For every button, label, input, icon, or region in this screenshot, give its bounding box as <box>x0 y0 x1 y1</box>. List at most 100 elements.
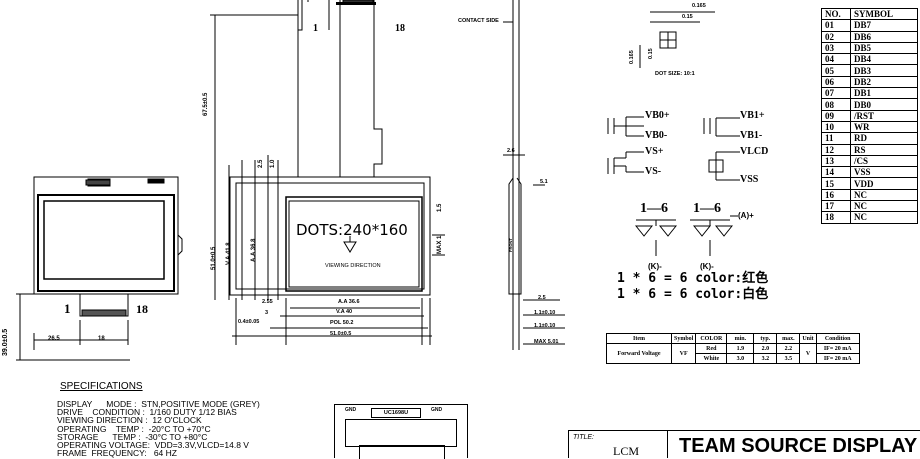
table-row: 09/RST <box>821 109 918 122</box>
led-table-header: max. <box>776 333 801 344</box>
chip-detail: UC1698U GND GND <box>334 404 468 459</box>
pin-number: 10 <box>821 120 851 134</box>
left-dim-height: 39.0±0.5 <box>2 328 9 356</box>
pin-symbol: VDD <box>850 177 918 190</box>
led-table-header: Symbol <box>670 333 697 344</box>
pin-symbol: DB1 <box>850 87 918 100</box>
dots-label: DOTS:240*160 <box>296 221 408 239</box>
led-table-cell: White <box>695 353 728 364</box>
pin-number: 15 <box>821 177 851 190</box>
viewing-direction-label: VIEWING DIRECTION <box>325 263 381 269</box>
vb0-plus-label: VB0+ <box>645 110 670 121</box>
vb1-plus-label: VB1+ <box>740 110 765 121</box>
front-dim-right: MAX 1 <box>437 235 443 254</box>
chip-body <box>345 419 457 447</box>
contact-side-label: CONTACT SIDE <box>458 18 499 24</box>
chip-tail <box>359 445 445 459</box>
pin-symbol: NC <box>850 211 918 224</box>
led-table-item: Forward Voltage <box>606 343 672 364</box>
pin-symbol: WR <box>850 120 918 134</box>
front-dim-side-a: 2.55 <box>262 299 273 305</box>
pin-number: 18 <box>821 211 851 224</box>
front-dim-left-c: A.A 36.8 <box>251 238 257 262</box>
led-color-line-2: 1 * 6 = 6 color:白色 <box>617 287 769 302</box>
pin-symbol: RD <box>850 132 918 145</box>
pin-symbol: /RST <box>850 109 918 122</box>
side-dim-max: MAX 5.01 <box>534 339 559 345</box>
specs-heading: SPECIFICATIONS <box>60 381 143 392</box>
pin-symbol: DB6 <box>850 30 918 43</box>
side-dim-c: 2.5 <box>538 295 546 301</box>
pin-number: 09 <box>821 109 851 122</box>
front-label: FRONT <box>508 238 513 252</box>
pin-number: 02 <box>821 30 851 43</box>
front-dim-bottom-4: 51.0±0.5 <box>330 331 352 337</box>
led-color-line-1: 1 * 6 = 6 color:红色 <box>617 271 769 286</box>
front-dim-small-a: 2.5 <box>258 159 264 168</box>
led-table-cell: 3.2 <box>753 353 778 364</box>
led-cathode-a: (K)- <box>648 262 662 271</box>
led-table-header: min. <box>726 333 755 344</box>
led-table-header: Condition <box>815 333 860 344</box>
led-table-header: typ. <box>753 333 778 344</box>
led-table-header: Item <box>606 333 672 344</box>
pin-number: 17 <box>821 200 851 213</box>
chip-pad-a: GND <box>345 407 357 413</box>
pin-symbol: DB5 <box>850 41 918 55</box>
side-dim-d: 1.1±0.10 <box>534 310 556 316</box>
pin-symbol: DB3 <box>850 64 918 77</box>
led-table-header: COLOR <box>695 333 728 344</box>
front-dim-bottom-1: A.A 36.6 <box>338 299 360 305</box>
pin-symbol: /CS <box>850 154 918 168</box>
front-dim-top-vertical: 67.5±0.5 <box>203 92 209 116</box>
pin-symbol: DB0 <box>850 98 918 111</box>
led-table-cell: 1.9 <box>726 343 755 354</box>
front-dim-bottom-3: POL 50.2 <box>330 320 354 326</box>
left-dim-bottom-b: 18 <box>98 336 105 342</box>
led-anode-label: (A)+ <box>738 211 754 220</box>
pin-symbol: DB7 <box>850 19 918 32</box>
pin-number: 16 <box>821 188 851 202</box>
left-dim-bottom-a: 26.5 <box>48 336 60 342</box>
led-table-cell: IF= 20 mA <box>815 343 860 354</box>
front-dim-bottom-2: V.A 40 <box>336 309 353 315</box>
title-block-label: TITLE: <box>573 434 595 441</box>
led-table-cell: 2.0 <box>753 343 778 354</box>
pin-symbol: VSS <box>850 166 918 179</box>
pin-number: 08 <box>821 98 851 111</box>
pin-number: 12 <box>821 143 851 156</box>
spec-line: DISPLAY MODE : STN,POSITIVE MODE (GREY) <box>57 399 260 409</box>
pin-number: 13 <box>821 154 851 168</box>
pin-number: 01 <box>821 19 851 32</box>
front-pin-last: 18 <box>395 23 405 34</box>
pin-number: 05 <box>821 64 851 77</box>
led-spec-table: Item Symbol COLOR min. typ. max. Unit Co… <box>606 333 860 364</box>
pin-number: 03 <box>821 41 851 55</box>
front-dim-side-b: 3 <box>265 310 269 316</box>
spec-line: FRAME FREQUENCY: 64 HZ <box>57 448 177 459</box>
chip-pad-b: GND <box>431 407 443 413</box>
vb0-minus-label: VB0- <box>645 130 668 141</box>
front-dim-side-c: 0.4±0.05 <box>238 319 260 325</box>
led-table-cell: 3.0 <box>726 353 755 364</box>
pin-symbol: NC <box>850 200 918 213</box>
title-block-lcm: LCM <box>613 444 640 458</box>
front-dim-side-d: 1.5 <box>437 203 443 212</box>
pin-number: 04 <box>821 53 851 66</box>
led-table-cell: IF= 20 mA <box>815 353 860 364</box>
spec-line: OPERATING TEMP : -20°C TO +70°C <box>57 423 211 434</box>
vb1-minus-label: VB1- <box>740 130 763 141</box>
